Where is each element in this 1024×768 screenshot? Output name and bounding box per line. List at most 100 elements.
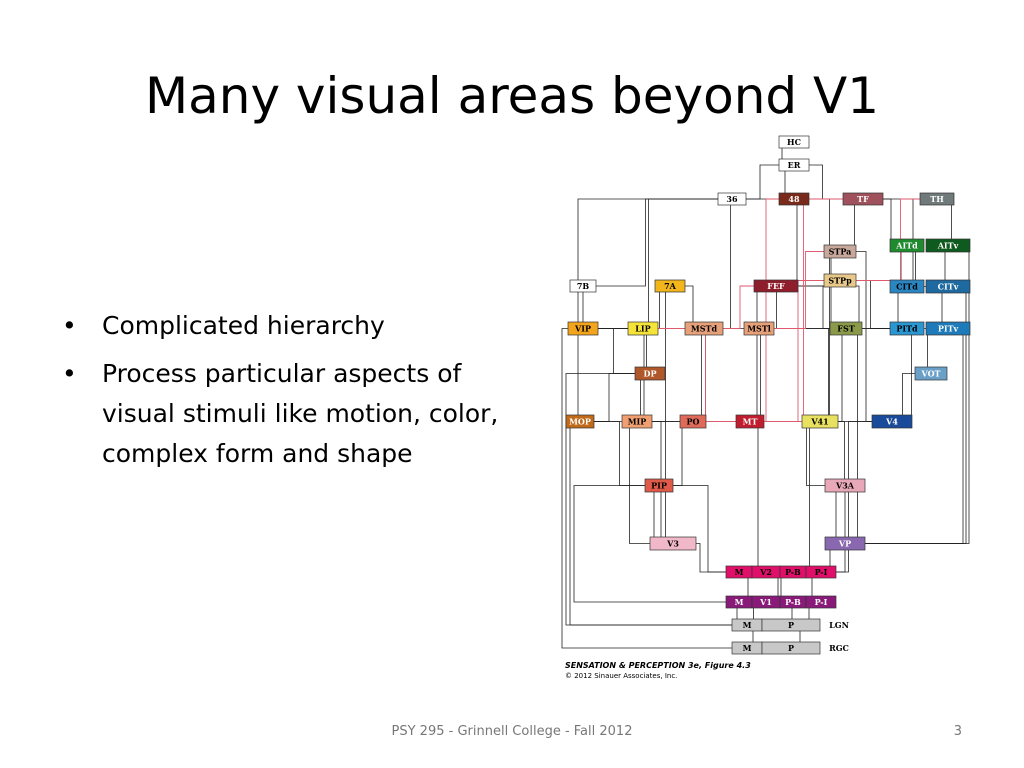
area-label: AITd: [895, 240, 918, 250]
bullet-item: • Complicated hierarchy: [62, 306, 542, 346]
connection-line: [845, 328, 858, 544]
area-box: [889, 238, 925, 253]
area-label: MSTd: [691, 323, 718, 333]
area-label: V4: [885, 416, 898, 426]
area-fst: FST: [829, 321, 863, 336]
area-box: [761, 641, 821, 655]
area-label: HC: [787, 137, 801, 147]
connection-line: [659, 421, 693, 486]
caption-copyright: © 2012 Sinauer Associates, Inc.: [565, 672, 678, 680]
area-v3: V3: [649, 536, 697, 551]
area-label: STPa: [829, 246, 852, 256]
area-label: AITv: [937, 240, 959, 250]
caption-title: SENSATION & PERCEPTION 3e, Figure 4.3: [565, 661, 751, 670]
connection-line: [750, 421, 766, 573]
area-label: VP: [838, 538, 851, 548]
connection-line: [759, 328, 892, 422]
area-label: DP: [644, 368, 657, 378]
area-box: [743, 321, 775, 336]
slide-title: Many visual areas beyond V1: [144, 67, 880, 125]
area-label: LGN: [829, 620, 849, 630]
area-label: CITv: [938, 281, 959, 291]
area-box: [842, 192, 884, 206]
area-label: P-I: [815, 597, 828, 607]
area-label: V1: [759, 597, 772, 607]
area-box: [778, 192, 810, 206]
area-label: P-I: [815, 567, 828, 577]
area-pip: PIP: [644, 478, 674, 493]
area-stpp: STPp: [823, 273, 857, 288]
area-m: M: [725, 595, 753, 609]
area-aitd: AITd: [889, 238, 925, 253]
area-lip: LIP: [627, 321, 659, 336]
connection-line: [840, 198, 863, 252]
connection-line: [750, 328, 761, 422]
area-box: [914, 366, 948, 381]
area-7b: 7B: [569, 279, 597, 293]
bullet-text: Complicated hierarchy: [102, 311, 385, 340]
connection-line: [830, 280, 846, 329]
bullet-text: Process particular aspects of visual sti…: [102, 359, 499, 468]
area-box: [889, 321, 925, 336]
area-box: [634, 366, 666, 381]
bullet-list: • Complicated hierarchy • Process partic…: [62, 306, 542, 482]
area-box: [889, 279, 925, 294]
area-hc: HC: [778, 135, 810, 149]
connection-line: [820, 198, 863, 422]
connection-line: [759, 251, 840, 329]
area-box: [829, 321, 863, 336]
area-label: LIP: [635, 323, 650, 333]
area-label: M: [743, 643, 752, 653]
area-box: [654, 279, 686, 293]
area-box: [627, 321, 659, 336]
area-rgc: RGC: [829, 643, 849, 653]
connection-line: [776, 198, 798, 287]
connection-line: [750, 198, 863, 422]
area-label: MT: [743, 416, 758, 426]
area-m: M: [731, 618, 763, 632]
area-citd: CITd: [889, 279, 925, 294]
area-36: 36: [717, 192, 747, 206]
area-lgn: LGN: [829, 620, 849, 630]
area-box: [735, 414, 765, 429]
area-label: P: [788, 620, 794, 630]
area-box: [567, 321, 599, 336]
connection-line: [659, 485, 739, 573]
bullet-item: • Process particular aspects of visual s…: [62, 354, 542, 474]
area-label: PITv: [938, 323, 959, 333]
connection-line: [892, 328, 912, 422]
page-number: 3: [953, 724, 962, 739]
area-box: [805, 565, 837, 579]
connection-line: [665, 285, 673, 544]
area-label: MOP: [569, 416, 591, 426]
connection-line: [821, 485, 846, 573]
figure-caption: SENSATION & PERCEPTION 3e, Figure 4.3 © …: [565, 660, 865, 681]
bullet-glyph: •: [62, 359, 77, 388]
area-box: [925, 321, 971, 336]
area-box: [753, 279, 799, 293]
connection-line: [750, 280, 840, 422]
area-label: P: [788, 643, 794, 653]
connection-line: [820, 328, 846, 422]
connection-line: [937, 198, 952, 246]
area-7a: 7A: [654, 279, 686, 293]
area-box: [649, 536, 697, 551]
connection-line: [750, 285, 776, 422]
connection-line: [580, 373, 650, 422]
area-fef: FEF: [753, 279, 799, 293]
area-label: STPp: [828, 275, 852, 285]
area-citv: CITv: [925, 279, 971, 294]
area-v41: V41: [801, 414, 839, 429]
area-box: [569, 279, 597, 293]
area-label: MIP: [628, 416, 647, 426]
area-pitd: PITd: [889, 321, 925, 336]
area-p: P: [761, 618, 821, 632]
area-label: P-B: [785, 597, 801, 607]
area-box: [925, 279, 971, 294]
connection-line: [580, 421, 659, 486]
area-er: ER: [778, 158, 810, 172]
area-label: PIP: [651, 480, 667, 490]
area-dp: DP: [634, 366, 666, 381]
area-label: TH: [930, 194, 944, 204]
